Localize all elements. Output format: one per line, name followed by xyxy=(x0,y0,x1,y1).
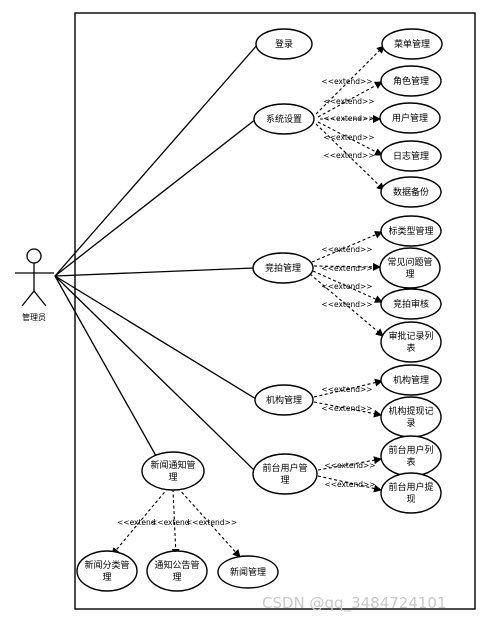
svg-text:竞拍审核: 竞拍审核 xyxy=(393,298,429,310)
actor-admin: 管理员 xyxy=(15,248,54,322)
svg-text:用户管理: 用户管理 xyxy=(392,112,428,124)
svg-text:理: 理 xyxy=(280,475,289,486)
svg-text:机构提现记: 机构提现记 xyxy=(388,405,433,417)
usecase-notice-mgmt: 通知公告管 理 xyxy=(146,550,208,592)
svg-text:角色管理: 角色管理 xyxy=(393,75,429,87)
extend-label: <<extend>> xyxy=(323,97,374,106)
svg-text:竞拍管理: 竞拍管理 xyxy=(265,262,301,274)
extend-arrow-notice xyxy=(171,488,180,557)
svg-text:表: 表 xyxy=(406,342,415,354)
extend-arrow-org-sub xyxy=(313,378,383,398)
extend-label: <<extend>> xyxy=(323,133,374,142)
extend-arrow-news-sub xyxy=(177,487,241,558)
usecase-org-mgmt: 机构管理 xyxy=(254,384,314,416)
svg-text:审批记录列: 审批记录列 xyxy=(388,330,433,342)
assoc-news-mgmt xyxy=(54,275,161,464)
extend-arrow-log xyxy=(317,121,383,156)
extend-label: <<extend>> xyxy=(324,480,375,489)
extend-label: <<extend>> xyxy=(321,300,372,309)
actor-label: 管理员 xyxy=(22,312,46,322)
svg-text:理: 理 xyxy=(102,572,111,583)
extend-label: <<extend>> xyxy=(323,114,374,123)
usecase-front-user-mgmt: 前台用户管 理 xyxy=(252,453,318,495)
usecase-auction-mgmt: 竞拍管理 xyxy=(252,252,314,284)
usecase-login: 登录 xyxy=(255,28,313,60)
usecase-data-backup: 数据备份 xyxy=(380,176,442,208)
usecase-front-user-withdraw: 前台用户提 现 xyxy=(380,472,442,514)
assoc-front-user-mgmt xyxy=(54,275,257,473)
assoc-auction-mgmt xyxy=(54,267,255,277)
usecase-menu-mgmt: 菜单管理 xyxy=(381,28,443,60)
extend-arrow-faq xyxy=(313,262,381,271)
svg-text:系统设置: 系统设置 xyxy=(266,113,302,125)
extend-label: <<extend>> xyxy=(321,404,372,413)
extend-label: <<extend>> xyxy=(321,77,372,86)
svg-text:日志管理: 日志管理 xyxy=(393,150,429,162)
assoc-system-settings xyxy=(54,118,257,277)
usecase-user-mgmt: 用户管理 xyxy=(379,102,441,134)
extend-arrow-org-withdraw xyxy=(313,401,382,418)
extend-label: <<extend xyxy=(117,518,156,527)
svg-text:机构管理: 机构管理 xyxy=(266,394,302,406)
watermark-text: CSDN @qq_3484724101 xyxy=(262,594,447,613)
svg-text:理: 理 xyxy=(172,572,181,583)
extend-arrow-review xyxy=(312,270,383,303)
svg-text:标类型管理: 标类型管理 xyxy=(388,225,433,237)
extend-label: <<extend>> xyxy=(321,385,372,394)
actor-left-leg xyxy=(21,290,35,307)
usecase-faq-mgmt: 常见问题管 理 xyxy=(379,247,441,289)
svg-text:机构管理: 机构管理 xyxy=(393,374,429,386)
svg-text:常见问题管: 常见问题管 xyxy=(387,256,432,268)
extend-label: <<extend>> xyxy=(323,151,374,160)
svg-text:登录: 登录 xyxy=(275,39,293,50)
svg-text:新闻分类管: 新闻分类管 xyxy=(84,559,129,571)
usecase-front-user-list: 前台用户列 表 xyxy=(380,435,442,477)
extend-arrow-type xyxy=(311,231,383,263)
svg-text:理: 理 xyxy=(405,269,414,280)
extend-arrow-backup xyxy=(315,123,385,191)
usecase-org-withdraw: 机构提现记 录 xyxy=(380,396,442,438)
usecase-news-category: 新闻分类管 理 xyxy=(76,550,138,592)
extend-arrow-news-category xyxy=(111,487,169,556)
svg-text:新闻管理: 新闻管理 xyxy=(230,566,266,578)
svg-text:通知公告管: 通知公告管 xyxy=(154,559,199,571)
extend-arrow-approval xyxy=(309,273,384,337)
extend-label: <<extend>> xyxy=(321,264,372,273)
extend-arrow-role xyxy=(317,81,383,118)
usecase-type-mgmt: 标类型管理 xyxy=(380,215,442,247)
actor-head xyxy=(26,248,42,264)
svg-text:前台用户列: 前台用户列 xyxy=(388,444,433,456)
svg-text:数据备份: 数据备份 xyxy=(393,186,429,198)
svg-text:录: 录 xyxy=(406,418,415,429)
usecase-news-sub: 新闻管理 xyxy=(217,555,279,589)
actor-right-leg xyxy=(33,290,47,307)
usecase-log-mgmt: 日志管理 xyxy=(380,140,442,172)
usecase-role-mgmt: 角色管理 xyxy=(380,65,442,97)
svg-text:新闻通知管: 新闻通知管 xyxy=(150,459,195,471)
assoc-login xyxy=(54,43,259,277)
usecase-org-mgmt-sub: 机构管理 xyxy=(380,364,442,396)
extend-label: <<extend xyxy=(151,518,190,527)
usecase-auction-review: 竞拍审核 xyxy=(380,288,442,320)
usecase-approval-list: 审批记录列 表 xyxy=(380,321,442,363)
usecase-system-settings: 系统设置 xyxy=(253,103,315,135)
svg-text:菜单管理: 菜单管理 xyxy=(394,38,430,50)
extend-label: <<extend>> xyxy=(321,282,372,291)
usecase-news-mgmt: 新闻通知管 理 xyxy=(141,451,205,491)
svg-text:前台用户提: 前台用户提 xyxy=(388,481,433,493)
svg-text:表: 表 xyxy=(406,456,415,468)
extend-label: <<extend>> xyxy=(321,245,372,254)
assoc-org-mgmt xyxy=(54,275,257,400)
svg-text:现: 现 xyxy=(406,494,415,505)
extend-label: <<extend>> xyxy=(324,461,375,470)
svg-text:理: 理 xyxy=(168,472,177,483)
svg-text:前台用户管: 前台用户管 xyxy=(262,462,307,474)
extend-label: <<extend>> xyxy=(186,518,237,527)
